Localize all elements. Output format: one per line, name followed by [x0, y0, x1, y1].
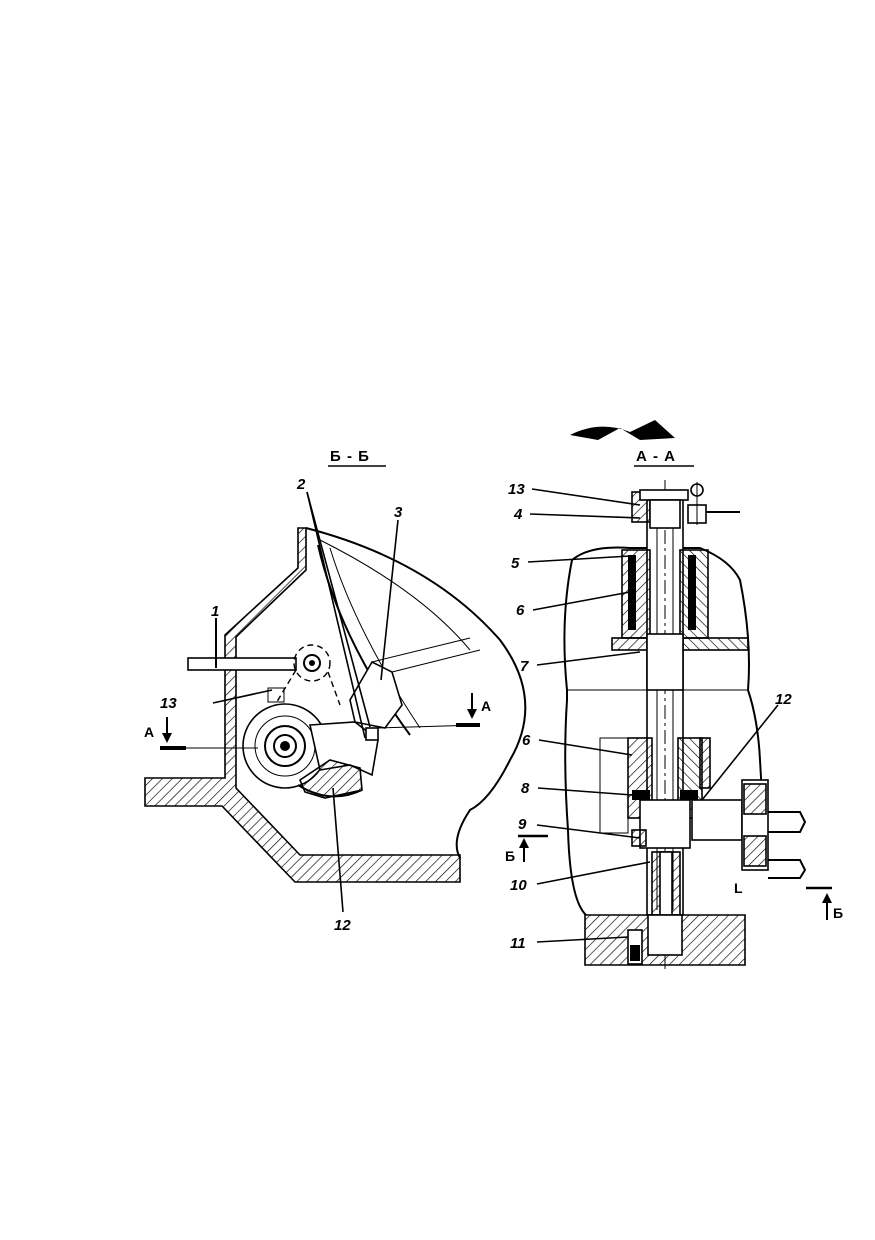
- letter-l: L: [734, 880, 743, 896]
- callout-13-left: 13: [160, 695, 177, 712]
- callout-1: 1: [211, 603, 219, 620]
- callout-6-upper: 6: [516, 602, 525, 619]
- section-title-b-b: Б - Б: [330, 448, 370, 465]
- callout-5: 5: [511, 555, 520, 572]
- callout-6-lower: 6: [522, 732, 531, 749]
- scan-artifact-shape: [570, 420, 675, 440]
- callout-4: 4: [513, 506, 523, 523]
- cut-mark-a-right: А: [481, 698, 491, 714]
- cut-mark-b-right: Б: [833, 905, 843, 921]
- callout-12-right: 12: [775, 691, 792, 708]
- callout-12-left: 12: [334, 917, 351, 934]
- section-a-a-view: А - А: [505, 448, 843, 970]
- callout-7: 7: [520, 658, 529, 675]
- callout-11: 11: [510, 935, 526, 952]
- cut-mark-a-left: А: [144, 724, 154, 740]
- section-b-b-view: Б - Б: [144, 448, 527, 934]
- callout-2: 2: [296, 476, 306, 493]
- callout-13-right: 13: [508, 481, 525, 498]
- callout-10: 10: [510, 877, 527, 894]
- callout-8: 8: [521, 780, 530, 797]
- section-title-a-a: А - А: [636, 448, 676, 465]
- callout-3: 3: [394, 504, 403, 521]
- cut-mark-b-left: Б: [505, 848, 515, 864]
- callout-9: 9: [518, 816, 527, 833]
